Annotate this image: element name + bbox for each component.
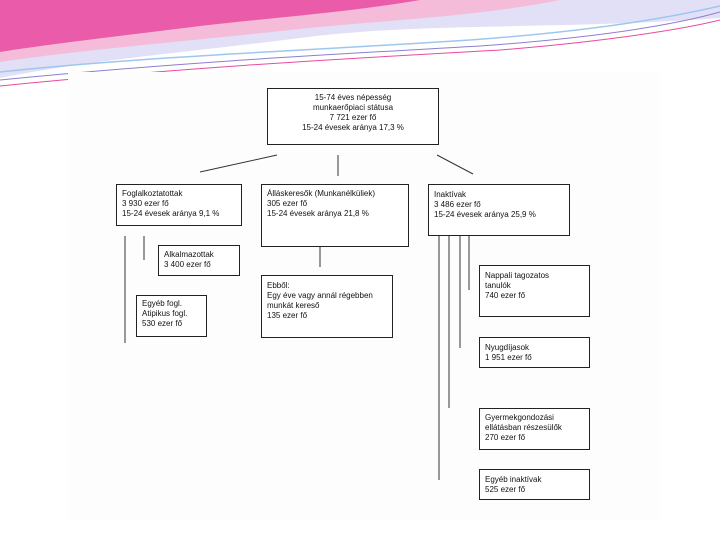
students-line2: tanulók (485, 281, 511, 290)
inactive-line3: 15-24 évesek aránya 25,9 % (434, 210, 536, 219)
root-box: 15-74 éves népesség munkaerőpiaci státus… (267, 88, 439, 145)
longterm-box: Ebből: Egy éve vagy annál régebben munká… (261, 275, 393, 338)
inactive-line1: Inaktívak (434, 190, 467, 199)
root-line2: munkaerőpiaci státusa (312, 103, 394, 112)
students-box: Nappali tagozatos tanulók 740 ezer fő (479, 265, 590, 317)
connector-root-employed (199, 154, 278, 173)
childcare-line2: ellátásban részesülők (485, 423, 562, 432)
longterm-line3: munkát kereső (267, 301, 320, 310)
inactive-line2: 3 486 ezer fő (434, 200, 481, 209)
wave-line-blue (0, 5, 720, 73)
jobseekers-line3: 15-24 évesek aránya 21,8 % (267, 209, 369, 218)
other-inactive-line1: Egyéb inaktívak (485, 475, 542, 484)
pensioners-line2: 1 951 ezer fő (485, 353, 532, 362)
childcare-box: Gyermekgondozási ellátásban részesülők 2… (479, 408, 590, 450)
childcare-line1: Gyermekgondozási (485, 413, 554, 422)
pensioners-box: Nyugdíjasok 1 951 ezer fő (479, 337, 590, 368)
childcare-line3: 270 ezer fő (485, 433, 526, 442)
connector-root-inactive (436, 154, 474, 175)
employed-box: Foglalkoztatottak 3 930 ezer fő 15-24 év… (116, 184, 242, 226)
inactive-box: Inaktívak 3 486 ezer fő 15-24 évesek ará… (428, 184, 570, 236)
wave-line-purple (0, 11, 720, 81)
employees-line1: Alkalmazottak (164, 250, 214, 259)
employed-line1: Foglalkoztatottak (122, 189, 183, 198)
jobseekers-box: Álláskeresők (Munkanélküliek) 305 ezer f… (261, 184, 409, 247)
employees-line2: 3 400 ezer fő (164, 260, 211, 269)
pensioners-line1: Nyugdíjasok (485, 343, 530, 352)
jobseekers-line1: Álláskeresők (Munkanélküliek) (267, 189, 376, 198)
root-line3: 7 721 ezer fő (329, 113, 377, 122)
other-employed-line2: Atipikus fogl. (142, 309, 188, 318)
longterm-line2: Egy éve vagy annál régebben (267, 291, 373, 300)
students-line3: 740 ezer fő (485, 291, 526, 300)
longterm-line4: 135 ezer fő (267, 311, 308, 320)
employed-line3: 15-24 évesek aránya 9,1 % (122, 209, 220, 218)
other-inactive-line2: 525 ezer fő (485, 485, 526, 494)
students-line1: Nappali tagozatos (485, 271, 550, 280)
other-employed-line1: Egyéb fogl. (142, 299, 183, 308)
other-employed-box: Egyéb fogl. Atipikus fogl. 530 ezer fő (136, 295, 207, 337)
root-line4: 15-24 évesek aránya 17,3 % (302, 123, 404, 132)
jobseekers-line2: 305 ezer fő (267, 199, 308, 208)
wave-magenta (0, 0, 420, 52)
other-inactive-box: Egyéb inaktívak 525 ezer fő (479, 469, 590, 500)
employed-line2: 3 930 ezer fő (122, 199, 169, 208)
root-line1: 15-74 éves népesség (314, 93, 392, 102)
longterm-line1: Ebből: (267, 281, 290, 290)
other-employed-line3: 530 ezer fő (142, 319, 183, 328)
employees-box: Alkalmazottak 3 400 ezer fő (158, 245, 240, 276)
